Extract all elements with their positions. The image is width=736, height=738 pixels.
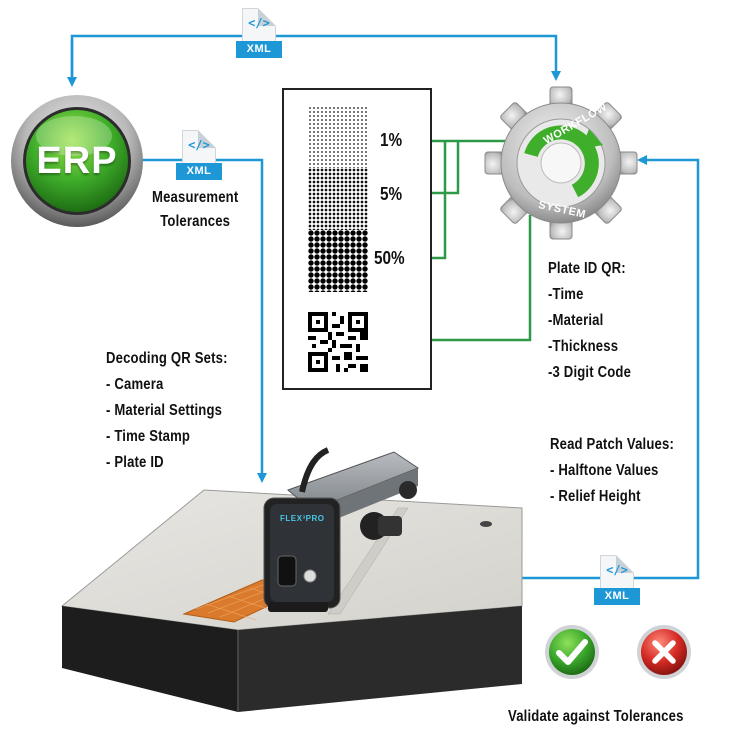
read-patch-item: - Halftone Values (550, 462, 659, 479)
read-patch-title: Read Patch Values: (550, 436, 674, 453)
decoding-item: - Time Stamp (106, 428, 191, 445)
plate-id-item: -3 Digit Code (548, 364, 632, 381)
patch-label-50pct: 50% (374, 248, 405, 268)
halftone-1pct-swatch (308, 106, 368, 168)
erp-icon: ERP (8, 92, 146, 230)
read-patch-values-block: Read Patch Values: - Halftone Values - R… (550, 432, 674, 510)
reject-x-icon (636, 624, 692, 680)
accept-checkmark-icon (544, 624, 600, 680)
workflow-qr-connector (406, 215, 532, 346)
decoding-qr-sets-block: Decoding QR Sets: - Camera - Material Se… (106, 346, 228, 476)
plate-id-item: -Material (548, 312, 604, 329)
read-patch-item: - Relief Height (550, 488, 641, 505)
xml-file-icon-return: </> XML (594, 555, 640, 607)
erp-workflow-connector (70, 34, 561, 81)
validate-against-tolerances-label: Validate against Tolerances (508, 708, 684, 725)
patch-label-5pct: 5% (380, 184, 403, 204)
halftone-50pct-swatch (308, 230, 368, 292)
patch-label-1pct: 1% (380, 130, 403, 150)
decoding-title: Decoding QR Sets: (106, 350, 228, 367)
workflow-system-gear-icon: WORKFLOW SYSTEM (482, 84, 640, 242)
plate-id-item: -Thickness (548, 338, 619, 355)
xml-file-icon-erp: </> XML (176, 130, 222, 182)
plate-id-item: -Time (548, 286, 584, 303)
plate-reader-device-illustration (60, 447, 523, 712)
measurement-line1: Measurement (152, 189, 239, 206)
plate-id-title: Plate ID QR: (548, 260, 626, 277)
plate-id-qr-block: Plate ID QR: -Time -Material -Thickness … (548, 256, 631, 386)
patch-panel: 1% 5% 50% (282, 88, 432, 390)
measurement-line2: Tolerances (160, 213, 231, 230)
erp-label: ERP (36, 140, 118, 182)
decoding-item: - Camera (106, 376, 164, 393)
decoding-item: - Plate ID (106, 454, 164, 471)
decoding-item: - Material Settings (106, 402, 223, 419)
halftone-5pct-swatch (308, 168, 368, 230)
erp-device-connector (140, 158, 267, 483)
measurement-tolerances-label: Measurement Tolerances (152, 186, 238, 234)
xml-file-icon-top: </> XML (236, 8, 282, 60)
qr-code-icon (308, 312, 368, 372)
device-brand-label: FLEX³PRO (280, 514, 325, 523)
